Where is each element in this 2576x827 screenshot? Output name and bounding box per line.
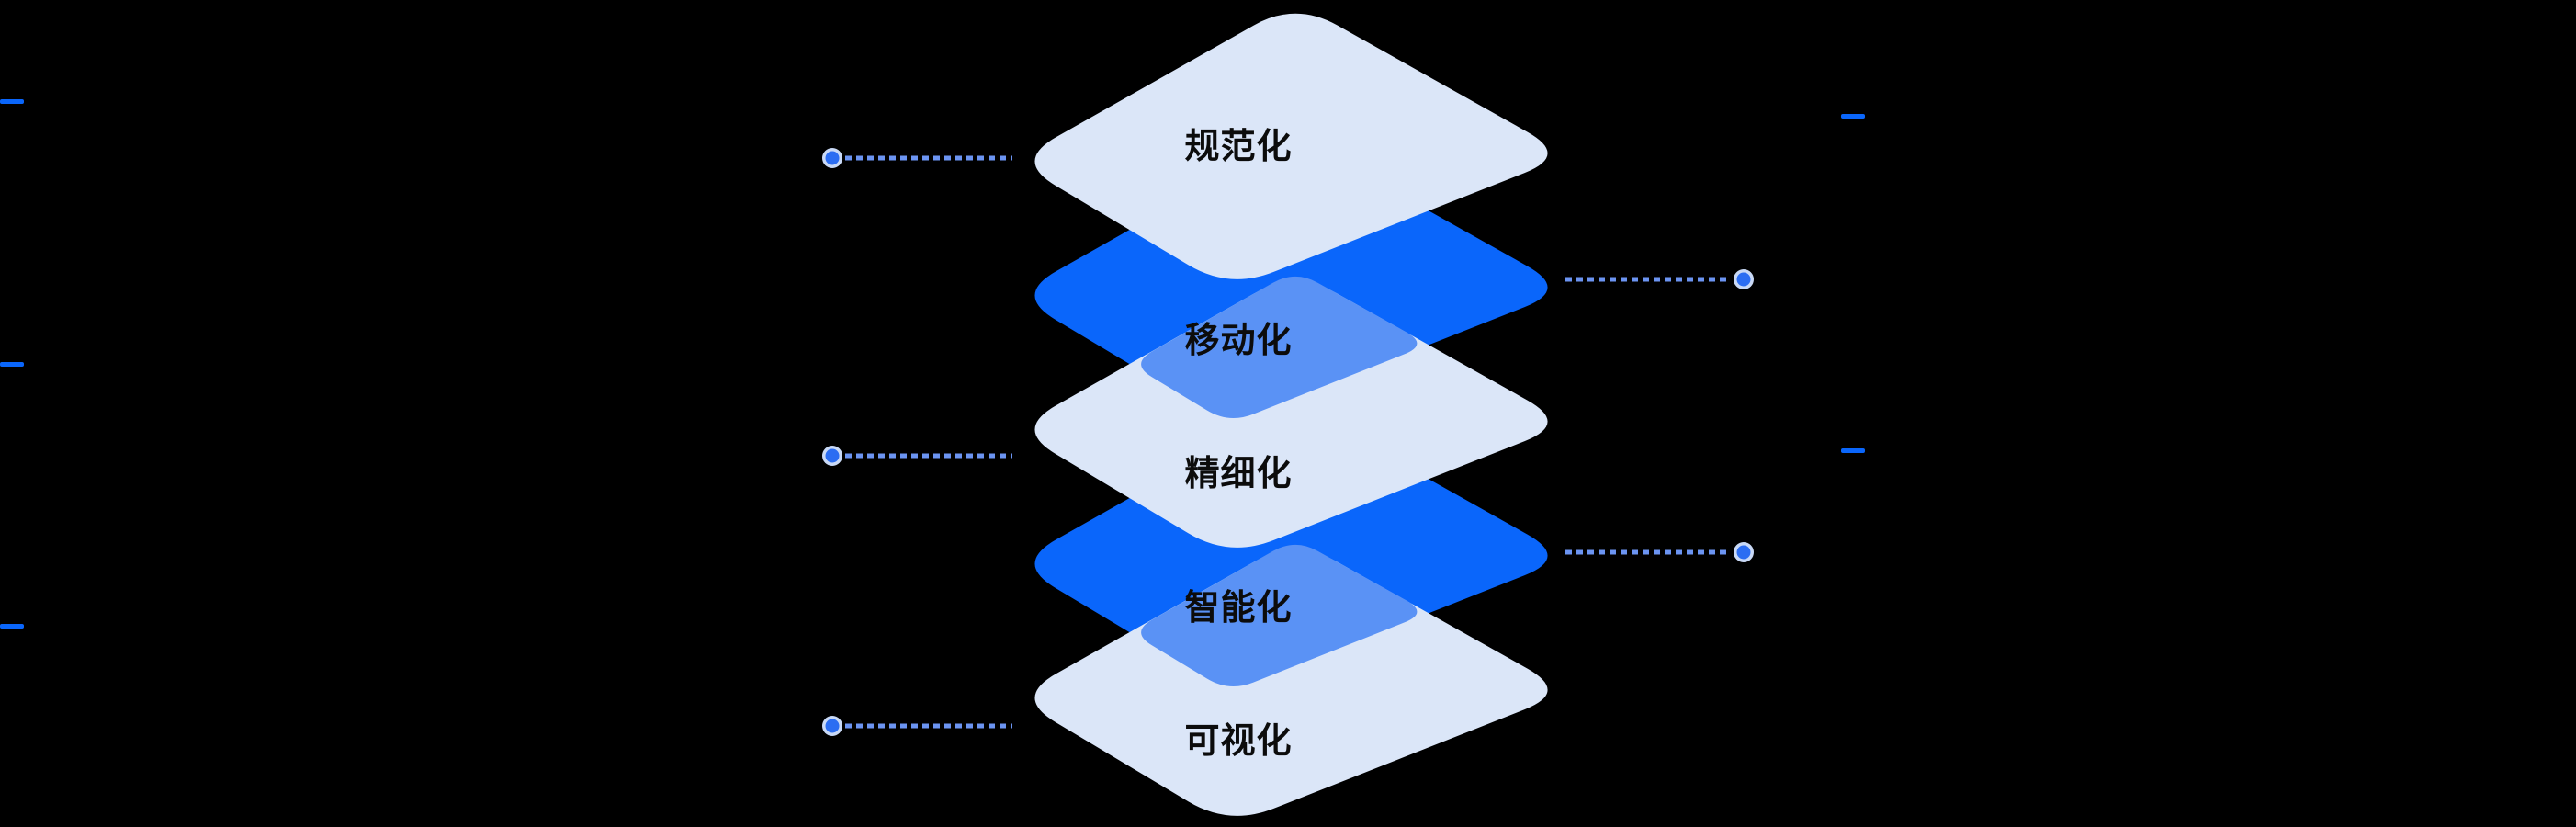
right-leaders	[1565, 269, 1754, 562]
overlap-band-intelligent	[1141, 544, 1418, 686]
edge-tick-left-3	[0, 624, 24, 629]
leader-right-2	[1565, 542, 1754, 562]
leader-dot-icon	[825, 151, 840, 165]
leader-left-1	[822, 148, 1012, 168]
layer-shapes	[1034, 13, 1548, 816]
overlap-band-mobile	[1141, 276, 1418, 418]
leader-dot-icon	[825, 448, 840, 463]
left-leaders	[822, 148, 1012, 736]
leader-dot-icon	[825, 719, 840, 733]
leader-dot-icon	[1736, 545, 1751, 560]
layer-diamond-standardized	[1034, 13, 1548, 279]
edge-tick-right-1	[1841, 114, 1865, 119]
edge-tick-right-2	[1841, 448, 1865, 453]
layer-label-intelligent: 智能化	[1184, 589, 1292, 628]
leader-left-2	[822, 446, 1012, 466]
layer-labels: 规范化 移动化 精细化 智能化 可视化	[1184, 128, 1292, 761]
leader-dot-icon	[1736, 272, 1751, 287]
edge-tick-left-1	[0, 99, 24, 104]
layer-label-refined: 精细化	[1184, 455, 1292, 493]
edge-ticks	[0, 99, 1865, 629]
edge-tick-left-2	[0, 362, 24, 367]
layer-label-mobile: 移动化	[1184, 322, 1292, 360]
leader-right-1	[1565, 269, 1754, 289]
layer-label-visualized: 可视化	[1184, 722, 1292, 761]
leader-left-3	[822, 716, 1012, 736]
layer-label-standardized: 规范化	[1184, 128, 1292, 166]
